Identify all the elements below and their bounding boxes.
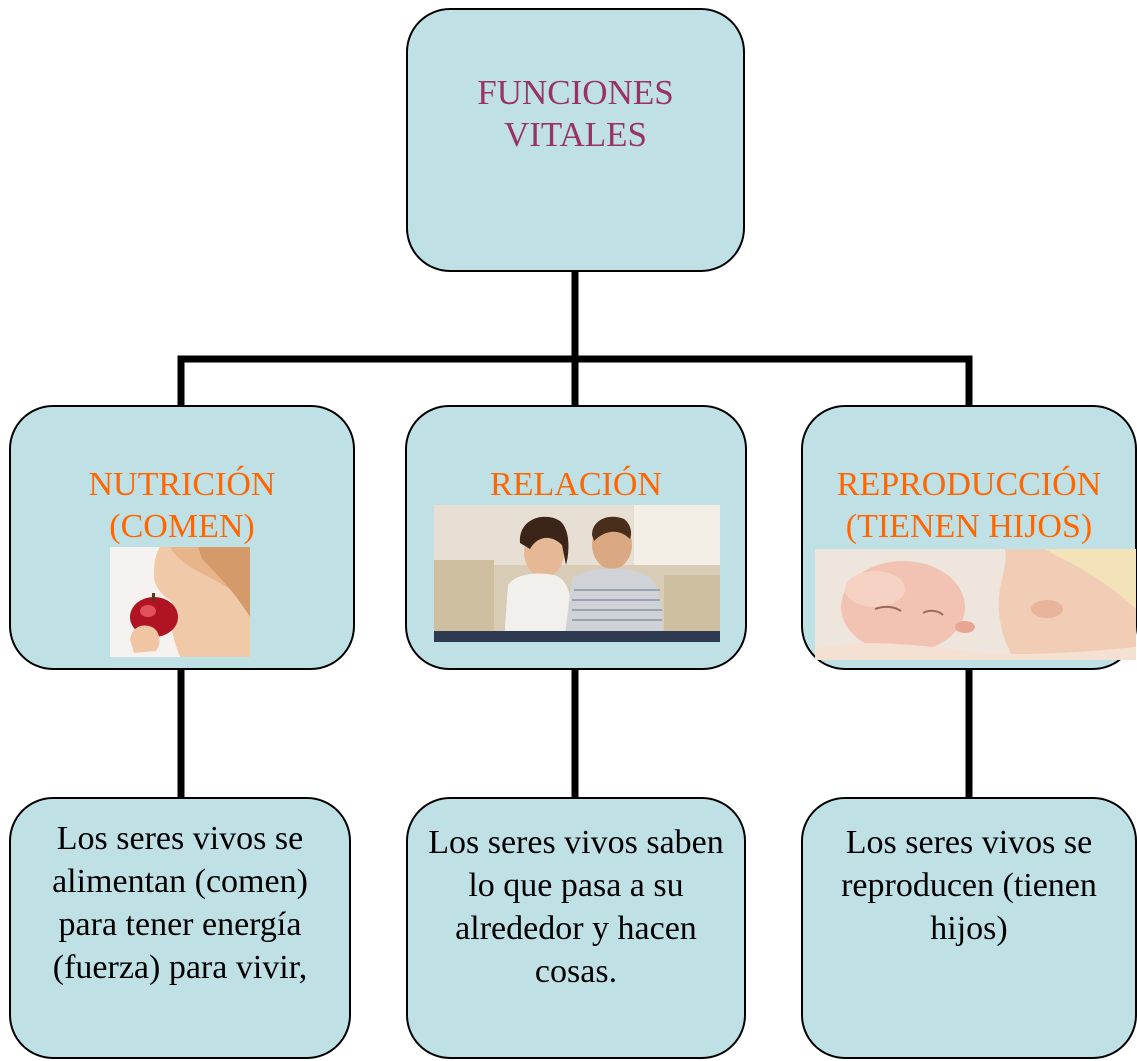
function-title: NUTRICIÓN (88, 466, 276, 503)
description-text: Los seres vivos se reproducen (tienen hi… (841, 824, 1097, 947)
function-title: REPRODUCCIÓN (836, 466, 1102, 503)
description-node-reproduccion: Los seres vivos se reproducen (tienen hi… (801, 797, 1137, 1059)
root-title-line2: VITALES (503, 115, 647, 154)
function-node-nutricion: NUTRICIÓN (COMEN) (9, 405, 355, 670)
couple-on-sofa-photo (434, 505, 720, 642)
root-title: FUNCIONES VITALES (408, 72, 743, 156)
description-node-nutricion: Los seres vivos se alimentan (comen) par… (9, 797, 351, 1059)
function-subtitle: (COMEN) (109, 508, 255, 545)
root-title-line1: FUNCIONES (477, 73, 674, 112)
root-node: FUNCIONES VITALES (406, 8, 745, 272)
function-title: RELACIÓN (490, 466, 662, 503)
function-node-relacion: RELACIÓN (405, 405, 747, 670)
description-node-relacion: Los seres vivos saben lo que pasa a su a… (406, 797, 746, 1059)
function-subtitle: (TIENEN HIJOS) (845, 508, 1093, 545)
function-node-reproduccion: REPRODUCCIÓN (TIENEN HIJOS) (801, 405, 1137, 670)
description-text: Los seres vivos se alimentan (comen) par… (52, 820, 308, 986)
mother-and-baby-photo (815, 549, 1136, 660)
woman-biting-apple-photo (110, 547, 250, 657)
description-text: Los seres vivos saben lo que pasa a su a… (428, 824, 724, 990)
